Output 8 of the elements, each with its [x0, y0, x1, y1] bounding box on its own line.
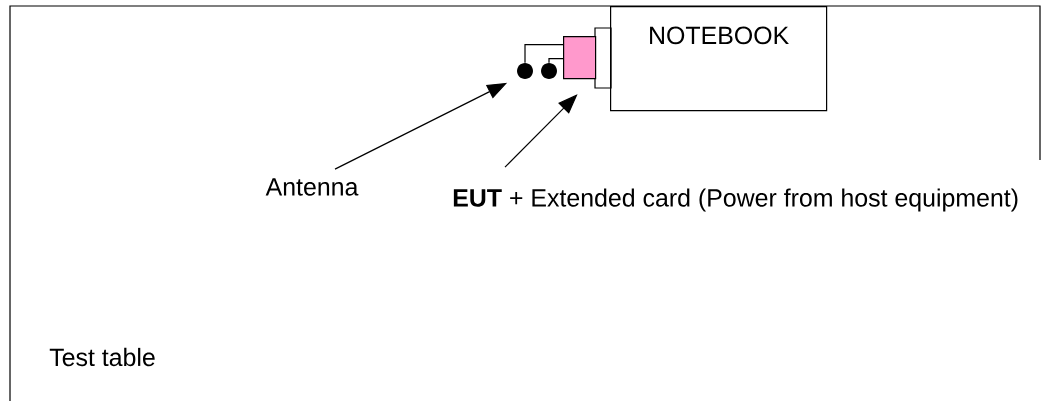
antenna-dot — [541, 63, 557, 79]
wire — [524, 44, 564, 64]
eut-label: EUT + Extended card (Power from host equipment) — [453, 188, 1018, 212]
antenna-dot — [517, 63, 533, 79]
card-box — [563, 36, 597, 80]
antenna-label: Antenna — [265, 178, 359, 196]
notebook-box: NOTEBOOK — [610, 6, 828, 112]
wire — [548, 58, 564, 64]
